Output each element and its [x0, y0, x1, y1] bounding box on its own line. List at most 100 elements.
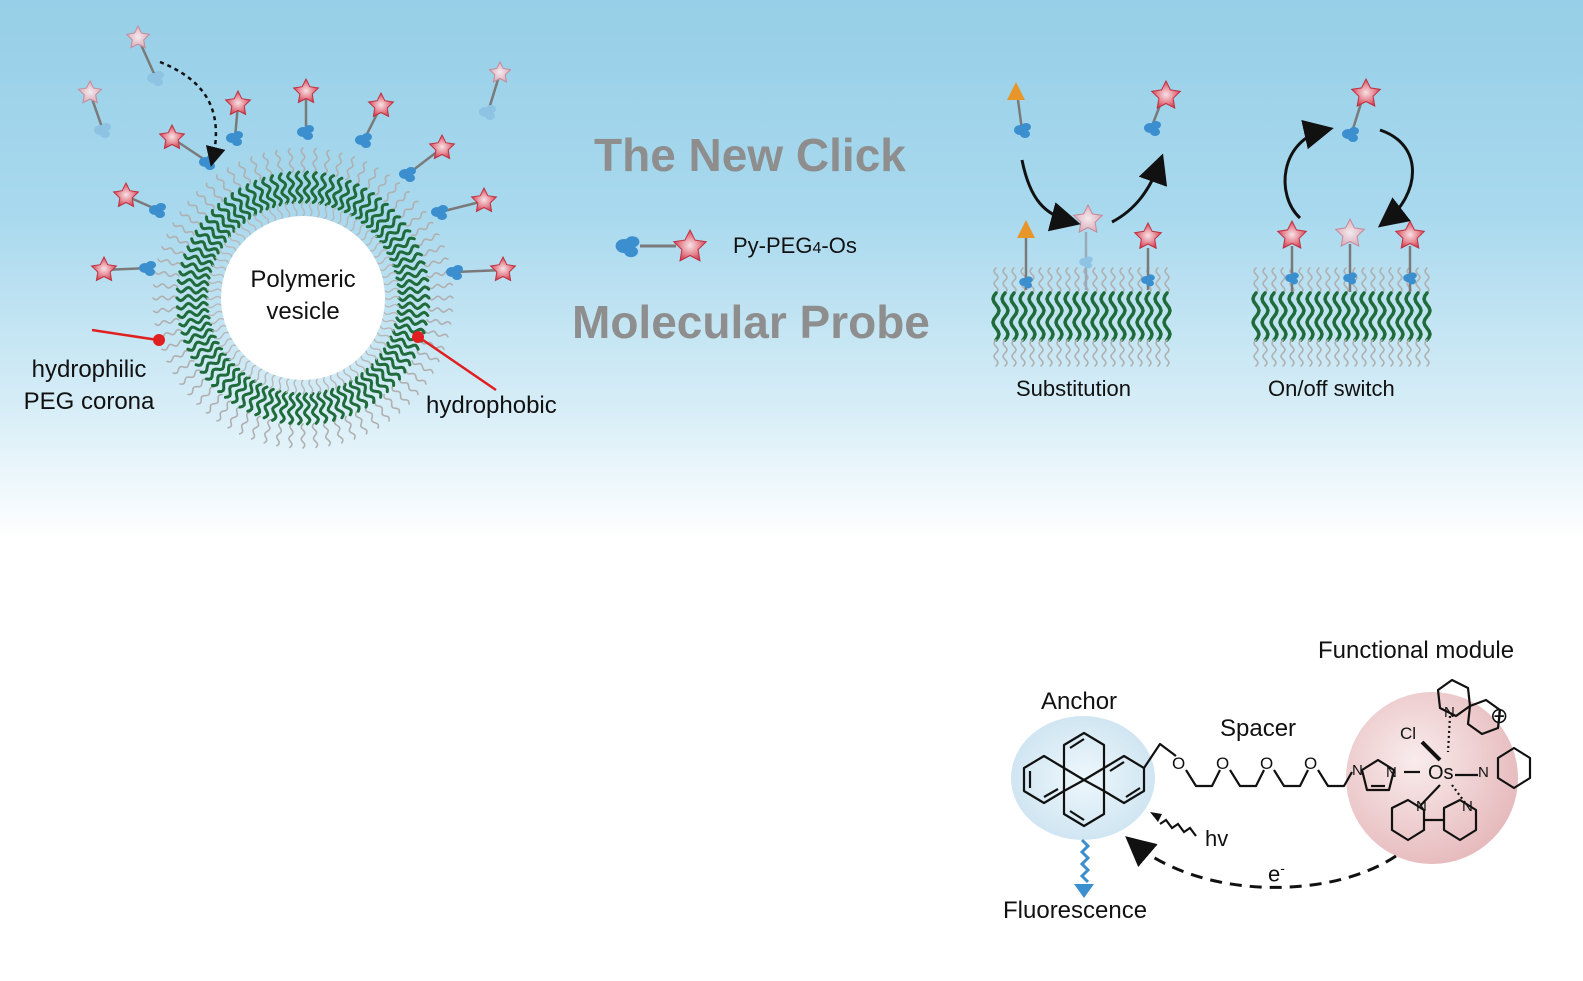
polymer-strand: [386, 236, 416, 256]
peg-strand: [1424, 267, 1430, 294]
peg-strand: [1343, 339, 1349, 367]
peg-strand: [161, 245, 186, 256]
polymer-strand: [354, 376, 376, 404]
peg-strand: [355, 223, 366, 236]
os-complex-star-icon: [90, 255, 118, 282]
hv-wave: [1159, 818, 1197, 837]
os-complex-star-icon: [292, 77, 320, 104]
peg-strand: [1056, 267, 1062, 294]
polymer-strand: [1368, 291, 1378, 342]
peg-strand: [1316, 267, 1322, 294]
hv-label: hv: [1205, 826, 1229, 851]
polymer-strand: [1251, 291, 1261, 342]
polymer-strand: [991, 291, 1001, 342]
peg-strand: [379, 264, 394, 272]
polymer-strand: [175, 300, 209, 311]
peg-strand: [212, 324, 227, 332]
free-probes: [77, 24, 512, 138]
peg-strand: [288, 422, 294, 449]
peg-strand: [1137, 267, 1143, 294]
polymer-strand: [1269, 291, 1279, 342]
peg-strand: [1038, 339, 1044, 367]
polymer-strand: [1081, 291, 1091, 342]
os-complex-star-icon: [224, 89, 252, 116]
peg-strand: [1146, 339, 1152, 367]
peg-strand: [360, 355, 372, 367]
polymer-strand: [360, 372, 383, 399]
peg-strand: [360, 229, 372, 241]
peg-strand: [1280, 267, 1286, 294]
pyrene-blob-icon: [1024, 276, 1033, 283]
polymer-strand: [1323, 291, 1333, 342]
switch-membrane: [1251, 267, 1432, 367]
peg-strand: [1128, 339, 1134, 367]
nitrogen-bpy-2: N: [1478, 764, 1489, 781]
hydrophobic-leader-line: [419, 336, 497, 392]
peg-strand: [212, 264, 227, 271]
pyrene-blob-icon: [146, 261, 156, 269]
peg-strand: [312, 147, 318, 174]
peg-strand: [330, 207, 337, 222]
polymer-strand: [337, 179, 352, 211]
electron-label: e-: [1268, 860, 1285, 887]
peg-strand: [209, 318, 225, 325]
peg-strand: [1011, 267, 1017, 294]
polymer-strand: [1027, 291, 1037, 342]
pyrene-blob-icon: [1290, 278, 1298, 285]
peg-strand: [1065, 339, 1071, 367]
nitrogen-bpy-1: N: [1444, 704, 1455, 721]
peg-strand: [1164, 339, 1170, 367]
peg-strand: [196, 386, 215, 405]
peg-strand: [355, 161, 368, 185]
switch-arrow-up: [1283, 119, 1334, 220]
peg-strand: [227, 406, 241, 429]
polymer-strand: [194, 229, 224, 249]
pyrene-blob-icon: [624, 246, 638, 258]
polymer-strand: [175, 285, 209, 295]
polymer-strand: [286, 392, 297, 425]
pyrene-blob-icon: [362, 133, 372, 141]
peg-strand: [223, 344, 237, 354]
polymer-strand: [331, 176, 344, 209]
pyrene-blob-icon: [1024, 282, 1032, 289]
polymer-strand: [237, 187, 258, 217]
peg-strand: [355, 360, 366, 373]
peg-strand: [1397, 267, 1403, 294]
peg-strand: [383, 279, 399, 286]
substitution-membrane: [991, 267, 1172, 367]
polymer-strand: [1359, 291, 1369, 342]
peg-strand: [1092, 267, 1098, 294]
vesicle-label-line2: vesicle: [266, 297, 340, 325]
peg-strand: [1397, 339, 1403, 367]
peg-strand: [376, 256, 391, 265]
peg-strand: [416, 350, 440, 363]
fluorescence-label: Fluorescence: [1003, 897, 1148, 924]
peg-strand: [261, 371, 269, 386]
peg-strand: [374, 400, 391, 422]
polymer-strand: [217, 367, 241, 394]
polymer-strand: [271, 389, 282, 422]
pyrene-blob-icon: [361, 140, 371, 148]
peg-strand: [1271, 339, 1277, 367]
os-complex-star-icon: [428, 133, 456, 160]
pyrene-blob-icon: [156, 203, 166, 211]
peg-strand: [300, 379, 306, 395]
peg-strand: [300, 147, 306, 173]
polymer-strand: [194, 346, 224, 367]
polymer-strand: [180, 321, 213, 336]
peg-strand: [206, 288, 222, 293]
polymer-strand: [393, 323, 426, 335]
peg-strand: [293, 379, 298, 395]
legend-probe-icon: [615, 228, 708, 262]
polymer-strand: [389, 244, 420, 262]
peg-strand: [1424, 339, 1430, 367]
polymer-strand: [1054, 291, 1064, 342]
polymer-strand: [309, 392, 321, 425]
peg-strand: [343, 214, 352, 228]
os-complex-star-icon: [1133, 221, 1163, 250]
surface-probes: [90, 77, 517, 282]
pyrene-blob-icon: [205, 162, 215, 170]
peg-strand: [1110, 267, 1116, 294]
peg-strand: [187, 378, 208, 396]
peg-strand: [261, 210, 270, 225]
